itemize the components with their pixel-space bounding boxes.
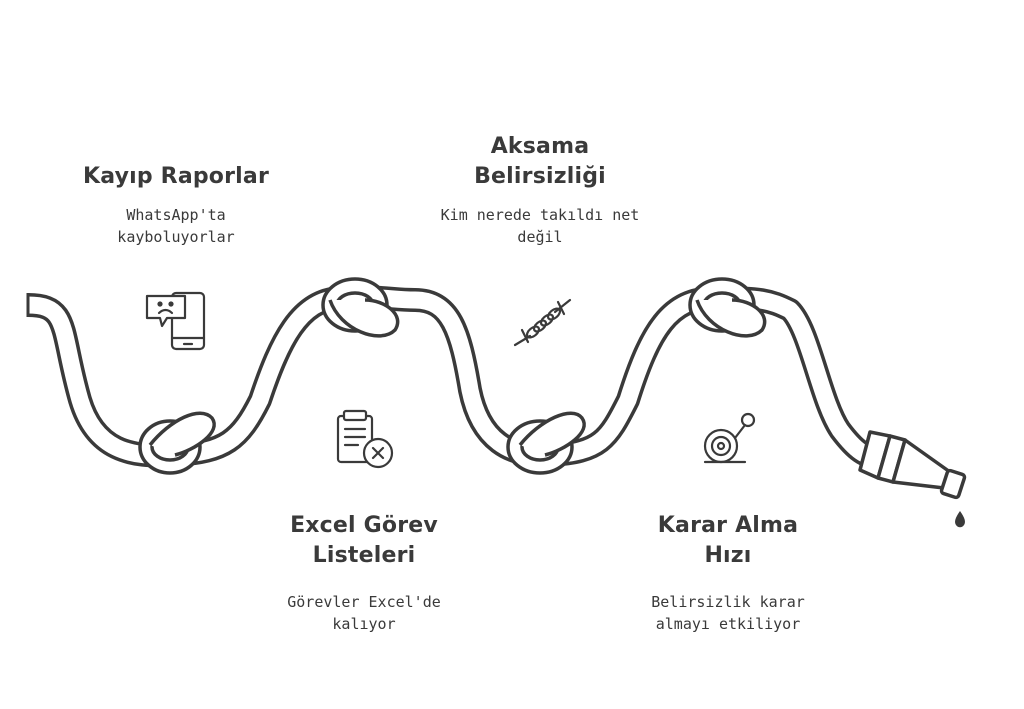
slow-speed-icon	[703, 412, 756, 464]
step-title: Kayıp Raporlar	[82, 164, 270, 189]
knot	[506, 411, 586, 475]
water-drop-icon	[955, 511, 965, 528]
knot	[321, 277, 400, 338]
hose-nozzle	[858, 430, 967, 500]
phone-sad-message-icon	[145, 291, 206, 351]
clipboard-cancel-icon	[336, 409, 394, 469]
broken-chain-icon	[513, 298, 572, 347]
knot	[688, 277, 767, 338]
knot	[138, 411, 216, 475]
